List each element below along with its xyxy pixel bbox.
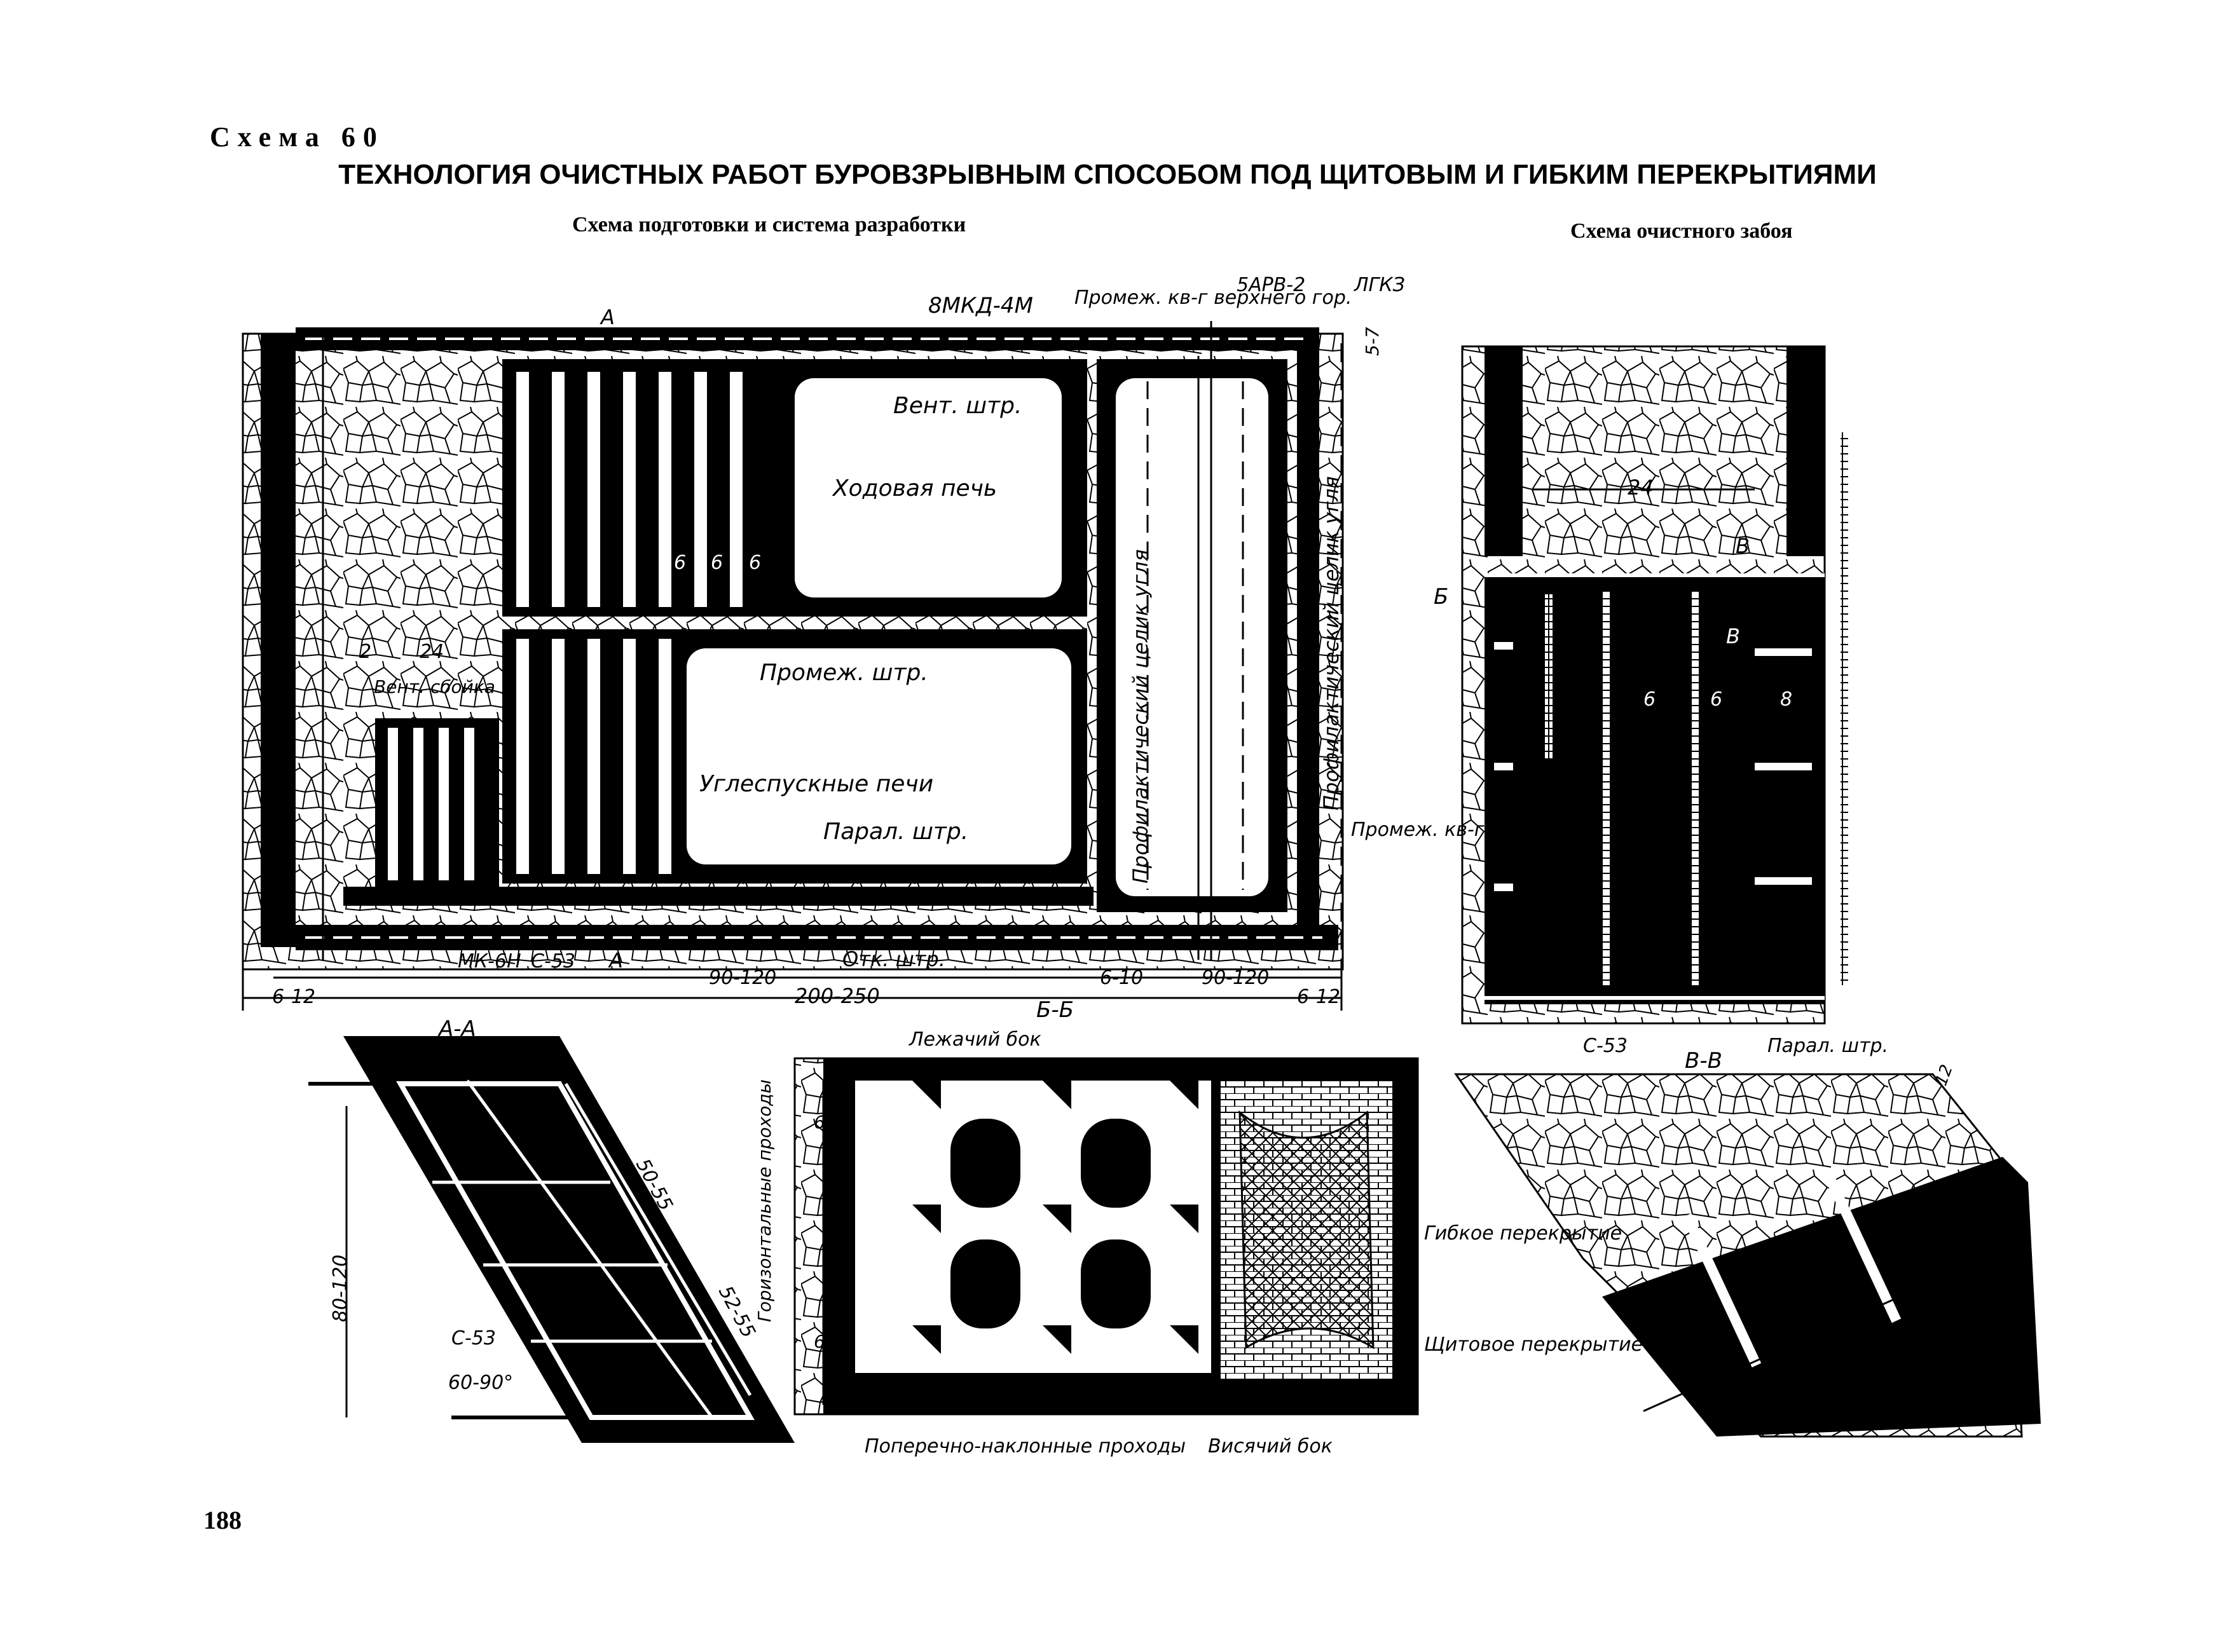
label-face-dim-6a: 6 [1643,688,1656,711]
label-vent-drift: Вент. штр. [893,393,1022,419]
section-vv [1454,1073,2041,1438]
section-bb-title: Б-Б [1036,997,1074,1023]
label-dim-6b: 6 [711,552,723,574]
label-travel-raise: Ходовая печь [832,475,997,502]
label-section-b-left: Б [1434,584,1448,610]
label-haulage-drift: Отк. штр. [842,947,945,971]
label-bb-dim-6-bottom: 6 [814,1331,825,1352]
label-pillar-1: Профилактический целик угля [1128,549,1153,884]
label-lgkz: ЛГКЗ [1354,274,1405,296]
subtitle-preparation-scheme: Схема подготовки и система разработки [572,213,966,236]
label-face-dim-6b: 6 [1710,688,1722,711]
label-section-v-top: В [1736,534,1750,558]
section-bb [793,1057,1419,1416]
label-dim-6-12-left: 6-12 [272,986,315,1008]
label-dim-2: 2 [359,641,371,663]
label-aa-angle: 60-90° [448,1372,513,1394]
label-section-v-mid: В [1726,624,1740,648]
section-vv-title: В-В [1685,1048,1722,1074]
label-face-dim-24: 24 [1628,475,1654,500]
subtitle-face-scheme: Схема очистного забоя [1570,219,1793,243]
label-face-c53: С-53 [1583,1035,1628,1057]
label-section-b-right: Б [1807,584,1821,610]
label-dim-6c: 6 [749,552,761,574]
scheme-number-label: Схема 60 [210,121,385,153]
label-parallel-drift: Парал. штр. [823,819,968,845]
section-aa-title: А-А [437,1016,476,1042]
label-dim-5-7: 5-7 [1362,327,1383,356]
plan-scheme [242,321,1344,1011]
label-pillar-2: Профилактический целик угля [1319,476,1343,810]
label-c53-plan: С-53 [531,950,575,973]
label-dim-6-12-right: 6-12 [1297,986,1340,1008]
section-aa [308,1036,795,1443]
label-dim-24: 24 [420,641,444,663]
label-face-parallel-drift: Парал. штр. [1767,1035,1888,1057]
label-hanging-wall: Висячий бок [1208,1435,1333,1457]
label-intermediate-drift: Промеж. штр. [760,660,928,686]
label-face-dim-8: 8 [1780,688,1792,711]
label-dim-90-120-a: 90-120 [709,967,776,989]
label-section-a-top: А [600,305,615,329]
label-dim-6a: 6 [674,552,686,574]
face-scheme [1461,345,1848,1025]
label-coal-chutes: Углеспускные печи [699,771,933,797]
label-dim-90-120-b: 90-120 [1202,967,1269,989]
label-dim-200-250: 200-250 [795,984,880,1008]
label-5arv: 5АРВ-2 [1237,274,1305,296]
page-title: ТЕХНОЛОГИЯ ОЧИСТНЫХ РАБОТ БУРОВЗРЫВНЫМ С… [338,159,1877,190]
page-number: 188 [203,1506,242,1534]
label-cross-inclined-passages: Поперечно-наклонные проходы [865,1435,1186,1457]
label-vent-crosscut: Вент. сбойка [374,676,495,697]
label-footwall: Лежачий бок [909,1028,1041,1051]
label-aa-dim-80-120: 80-120 [329,1255,352,1322]
label-intermediate-upper: Промеж. кв-г верхнего гор. [1074,287,1352,309]
label-section-a-bottom: А [608,948,623,973]
label-mk6n: МК-6Н [458,950,521,973]
label-aa-c53: С-53 [451,1327,496,1349]
label-dim-6-10: 6-10 [1100,967,1143,989]
label-bb-dim-6-top: 6 [814,1112,825,1133]
label-horizontal-passages: Горизонтальные проходы [754,1079,775,1322]
label-shield-cover: Щитовое перекрытие [1424,1334,1643,1356]
label-8mkd: 8МКД-4М [928,293,1033,318]
